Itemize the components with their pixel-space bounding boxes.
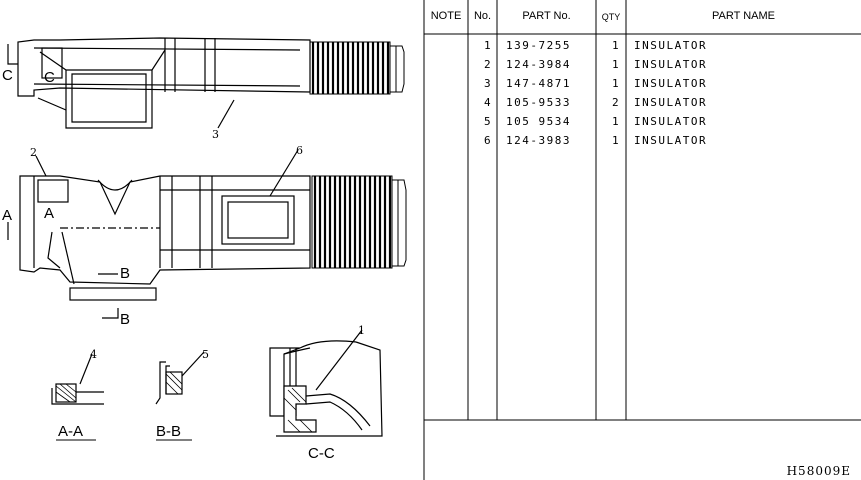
row-no: 1	[483, 39, 493, 52]
section-label-bb: B-B	[156, 423, 181, 440]
row-qty: 2	[611, 96, 621, 109]
callout-1: 1	[358, 324, 365, 337]
row-qty: 1	[611, 58, 621, 71]
row-part-name: INSULATOR	[634, 39, 708, 52]
section-arrow-b-bottom	[102, 308, 119, 319]
header-no: No.	[473, 10, 492, 22]
callout-5: 5	[202, 348, 209, 361]
section-bb-view	[155, 361, 183, 405]
callout-3: 3	[212, 128, 219, 141]
row-part-no: 105-9533	[506, 96, 571, 109]
header-part-no: PART No.	[522, 10, 571, 22]
section-marker-a-outer: A	[2, 207, 12, 224]
parts-illustration: 3 2 6 4 5 1 C C A A B B A-A B-B C-C	[2, 37, 407, 462]
section-marker-c-inner: C	[44, 69, 55, 86]
header-part-name: PART NAME	[712, 10, 775, 22]
header-qty: QTY	[601, 12, 621, 22]
row-qty: 1	[611, 134, 621, 147]
section-arrow-c	[7, 44, 18, 65]
row-no: 6	[483, 134, 493, 147]
middle-bellows	[311, 175, 407, 269]
row-part-no: 124-3983	[506, 134, 571, 147]
middle-duct	[19, 175, 311, 301]
upper-duct	[17, 37, 311, 129]
row-part-no: 147-4871	[506, 77, 571, 90]
row-no: 4	[483, 96, 493, 109]
row-part-name: INSULATOR	[634, 58, 708, 71]
row-no: 3	[483, 77, 493, 90]
upper-bellows	[309, 41, 405, 95]
row-qty: 1	[611, 39, 621, 52]
header-note: NOTE	[430, 10, 462, 22]
section-cc-view	[269, 340, 383, 437]
row-part-no: 105 9534	[506, 115, 571, 128]
row-qty: 1	[611, 115, 621, 128]
row-qty: 1	[611, 77, 621, 90]
diagram-code: H58009E	[786, 464, 851, 478]
section-label-aa: A-A	[58, 423, 83, 440]
callout-6: 6	[296, 144, 303, 157]
section-marker-c-outer: C	[2, 67, 13, 84]
row-part-name: INSULATOR	[634, 96, 708, 109]
row-no: 2	[483, 58, 493, 71]
section-marker-a-inner: A	[44, 205, 54, 222]
row-part-name: INSULATOR	[634, 134, 708, 147]
row-no: 5	[483, 115, 493, 128]
row-part-no: 139-7255	[506, 39, 571, 52]
section-label-cc: C-C	[308, 445, 335, 462]
callout-4: 4	[90, 348, 97, 361]
row-part-name: INSULATOR	[634, 115, 708, 128]
callout-2: 2	[30, 146, 37, 159]
section-marker-b-bottom: B	[120, 311, 130, 328]
section-marker-b-top: B	[120, 265, 130, 282]
row-part-no: 124-3984	[506, 58, 571, 71]
row-part-name: INSULATOR	[634, 77, 708, 90]
section-aa-view	[51, 383, 104, 405]
